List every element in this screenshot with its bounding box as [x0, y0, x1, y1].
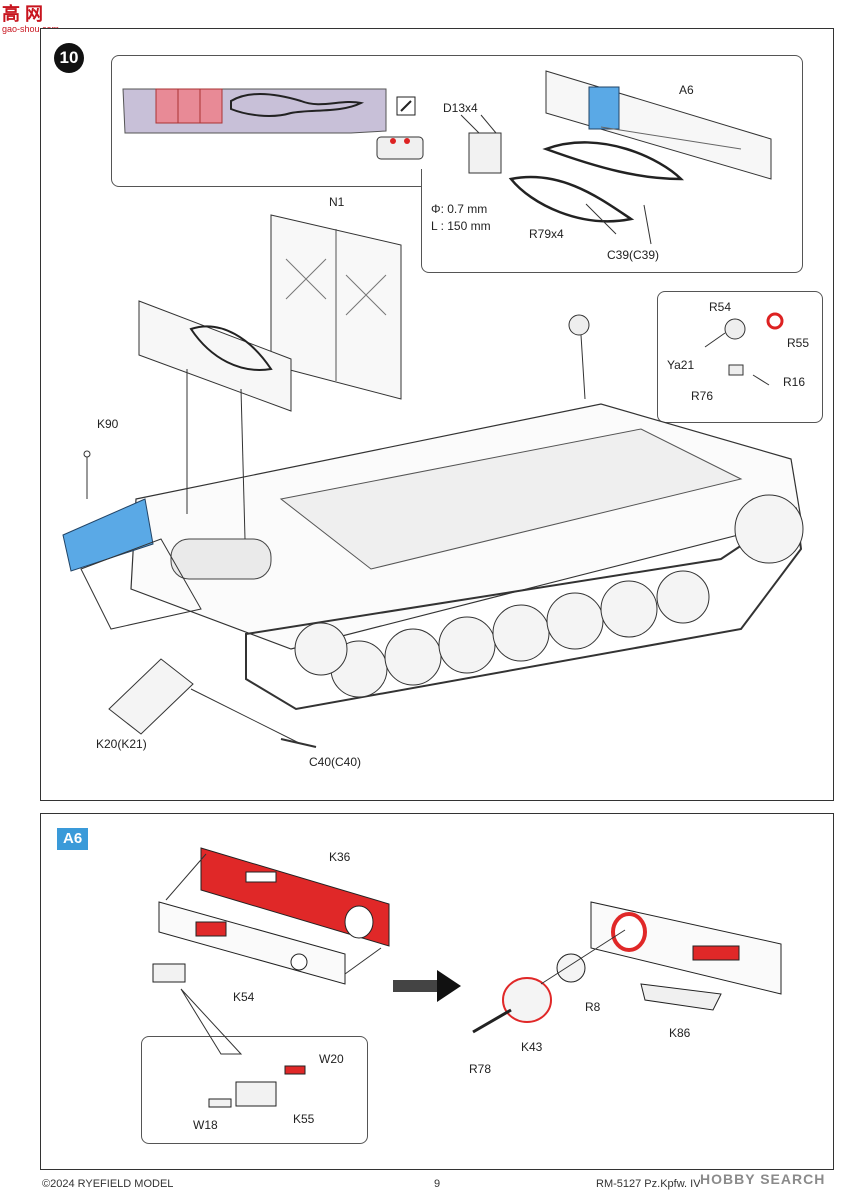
- footer-copyright: ©2024 RYEFIELD MODEL: [42, 1178, 174, 1190]
- tow-cable-figure: [508, 141, 685, 245]
- track-links-figure: [376, 136, 424, 160]
- label-c40: C40(C40): [309, 755, 362, 769]
- headlamp-parts-figure: [472, 929, 626, 1034]
- k20-hatch-figure: [108, 658, 317, 748]
- step-number-badge: 10: [54, 43, 84, 73]
- label-wire-diameter: Φ: 0.7 mm: [431, 202, 488, 216]
- label-r16: R16: [783, 375, 806, 389]
- label-r8: R8: [585, 1000, 601, 1014]
- n1-bulkhead-figure: [270, 214, 402, 400]
- watermark: HOBBY SEARCH: [700, 1171, 826, 1187]
- label-a6: A6: [679, 83, 694, 97]
- footer-page-number: 9: [434, 1178, 441, 1190]
- label-c39: C39(C39): [607, 248, 660, 262]
- d13-figure: [460, 114, 502, 174]
- a6-subassembly-panel: A6: [40, 813, 834, 1170]
- label-r55: R55: [787, 336, 810, 350]
- tank-hull-figure: [62, 403, 804, 711]
- label-r79: R79x4: [529, 227, 564, 241]
- label-k55: K55: [293, 1112, 315, 1126]
- label-ya21: Ya21: [667, 358, 695, 372]
- label-r78: R78: [469, 1062, 492, 1076]
- step-10-panel: 10: [40, 28, 834, 801]
- label-k90: K90: [97, 417, 119, 431]
- assembly-arrow: [393, 970, 461, 1002]
- assembled-plate-figure: [590, 901, 782, 1011]
- label-d13: D13x4: [443, 101, 478, 115]
- label-k54: K54: [233, 990, 255, 1004]
- k55-detail-figure: [208, 1065, 306, 1108]
- label-k36: K36: [329, 850, 351, 864]
- k90-part: [83, 450, 91, 458]
- a6-tag: A6: [57, 828, 89, 850]
- k54-plate-figure: [158, 853, 382, 985]
- label-r76: R76: [691, 389, 714, 403]
- headlight-detail-inset: [657, 291, 823, 423]
- label-n1: N1: [329, 195, 345, 209]
- logo-url: gao-shou.com: [2, 24, 60, 34]
- label-k43: K43: [521, 1040, 543, 1054]
- label-k86: K86: [669, 1026, 691, 1040]
- k36-plate-figure: [200, 847, 390, 947]
- label-r54: R54: [709, 300, 732, 314]
- track-rack-figure: [122, 88, 387, 134]
- label-w18: W18: [193, 1118, 218, 1132]
- cement-icon: [396, 96, 416, 116]
- headlight-figure: [568, 312, 784, 400]
- label-w20: W20: [319, 1052, 344, 1066]
- a6-drawing: [152, 847, 782, 1108]
- label-k20: K20(K21): [96, 737, 147, 751]
- site-logo: 高 网 gao-shou.com: [2, 4, 82, 40]
- logo-mark: 高 网: [2, 4, 44, 24]
- step-10-drawing: [62, 70, 804, 748]
- bracket-part: [152, 963, 186, 983]
- footer-product: RM-5127 Pz.Kpfw. IV Ausf. H Late Product…: [596, 1178, 700, 1190]
- label-wire-length: L : 150 mm: [431, 219, 491, 233]
- deck-rack-figure: [138, 300, 292, 540]
- a6-plate-figure: [545, 70, 772, 180]
